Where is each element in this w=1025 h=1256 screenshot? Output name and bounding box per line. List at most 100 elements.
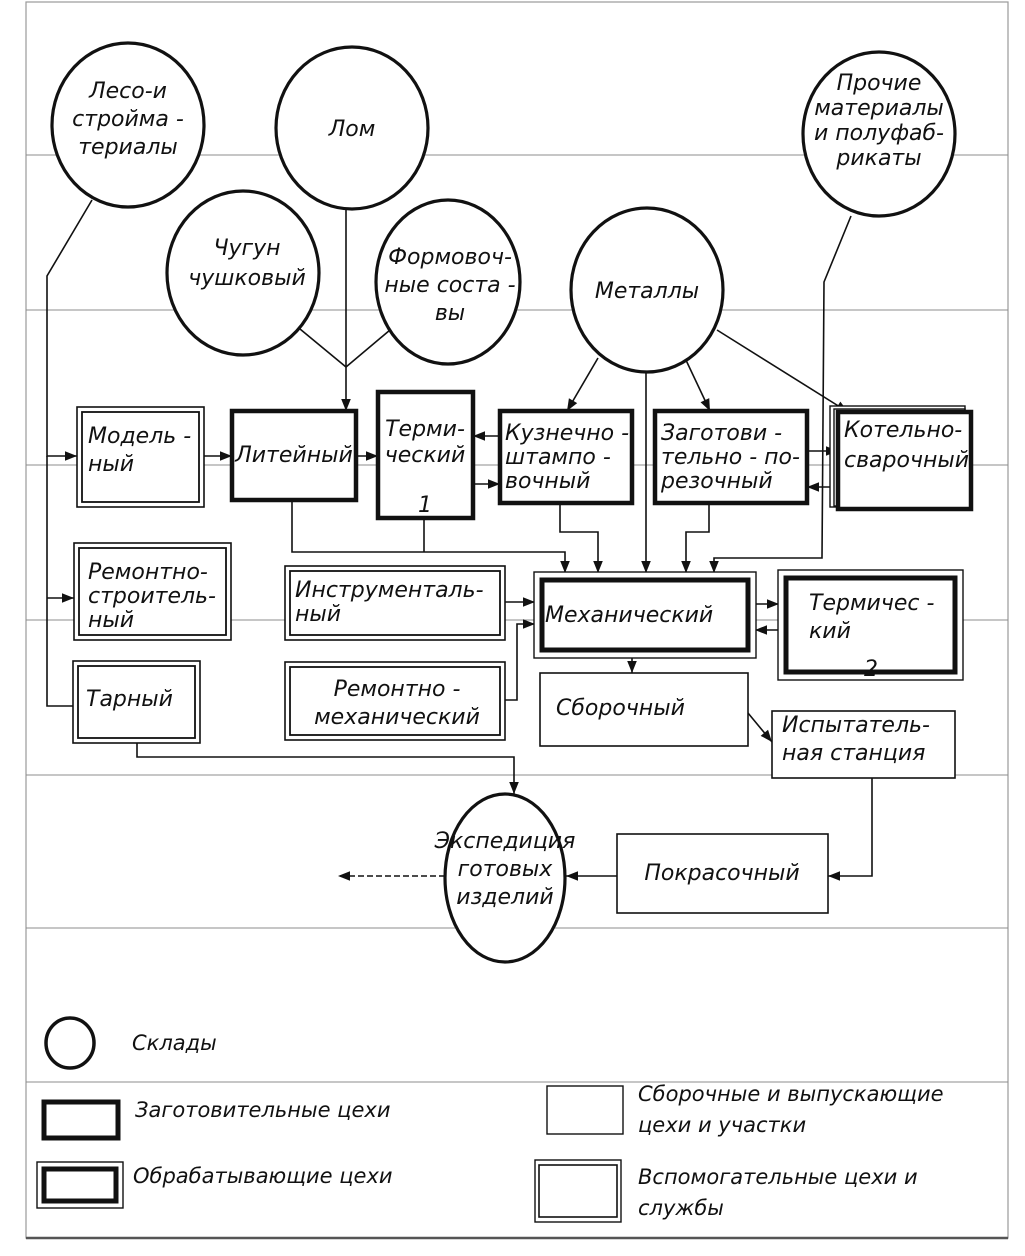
legend-label: Склады [132,1031,217,1055]
node-label-line: строитель- [88,584,216,609]
shop-tare: Тарный [72,660,201,744]
node-label-line: кий [809,619,851,644]
flow-foundry-to-mech [291,500,570,573]
node-label-line: механический [314,705,480,730]
node-label-line: ный [295,602,341,627]
legend-item-warehouse: Склады [44,1016,217,1070]
node-label-line: Инструменталь- [295,578,484,603]
flow-tare-to-shipping [136,743,519,794]
warehouse-circle [443,792,567,964]
node-label-line: Сборочный [556,696,685,721]
flow-pigiron-to-foundry [299,328,347,368]
node-label-line: Покрасочный [644,861,799,886]
legend-label: Обрабатывающие цехи [133,1164,393,1188]
node-label-line: изделий [456,885,553,910]
node-label-line: вочный [505,469,590,494]
node-label-line: Котельно- [844,418,962,443]
flow-wood-to-tare [46,456,73,707]
node-label-line: вы [435,301,465,326]
legend-symbol [44,1016,96,1070]
warehouse-pigiron: Чугун чушковый [165,189,321,357]
node-label-line: готовых [458,857,554,882]
node-label-line: Чугун [213,236,280,261]
flow-metals-to-boiler [716,329,849,413]
node-label-line: Модель - [88,424,191,449]
node-label-line: териалы [78,135,178,160]
shop-assembly: Сборочный [539,672,749,747]
flow-molding-to-foundry [345,329,391,368]
shop-painting: Покрасочный [616,833,829,914]
node-label-line: стройма - [72,107,184,132]
diagram-nodes: Лесо-и стройма - териалы Лом Прочиематериалы… [50,41,974,964]
node-label-line: Ремонтно - [334,677,461,702]
legend-symbol [546,1085,624,1135]
warehouse-scrap: Лом [274,45,430,211]
warehouse-metals: Металлы [569,206,725,374]
legend-item-procurement: Заготовительные цехи [41,1098,390,1141]
legend-item-processing: Обрабатывающие цехи [36,1161,393,1209]
node-label-line: и полуфаб- [814,121,944,146]
shop-pattern: Модель - ный [76,406,205,508]
shop-forge: Кузнечно -штампо -вочный [497,408,635,506]
flow-repairmech-to-mech [505,619,535,701]
node-label-line: Заготови - [661,421,782,446]
shop-testing: Испытатель-ная станция [771,710,956,779]
warehouse-shipping: Экспедиция готовых изделий [434,792,576,964]
warehouse-molding: Формовоч-ные соста - вы [374,198,522,366]
legend-symbol [534,1159,622,1223]
flow-cutting-to-mech [681,503,710,573]
legend-item-auxiliary: Вспомогательные цехи и службы [534,1159,918,1223]
node-label-line: чушковый [188,266,306,291]
warehouse-wood: Лесо-и стройма - териалы [50,41,206,209]
node-label-line: тельно - по- [661,445,800,470]
legend-label: службы [638,1196,724,1220]
node-label-line: резочный [660,469,773,494]
node-label-line: Лесо-и [88,79,167,104]
shop-mech: Механический [533,571,757,659]
legend-symbol [36,1161,124,1209]
node-label-line: Ремонтно- [88,560,208,585]
node-label-line: ная станция [782,741,925,766]
node-label-line: 2 [864,657,878,682]
node-label-line: ный [88,608,134,633]
node-label-line: Тарный [86,687,173,712]
warehouse-circle [274,45,430,211]
shop-foundry: Литейный [229,408,359,503]
flow-connectors [46,199,873,881]
legend-label: Сборочные и выпускающие [638,1082,944,1106]
node-label-line: 1 [418,493,432,518]
node-label-line: Лом [328,117,376,142]
flow-other-to-mech [709,215,852,573]
node-label-line: Прочие [837,71,922,96]
shop-repairbuild: Ремонтно-строитель-ный [73,542,232,641]
node-label-line: Формовоч- [388,245,512,270]
warehouse-circle [374,198,522,366]
node-label-line: ческий [385,443,466,468]
shop-repairmech: Ремонтно - механический [284,661,506,741]
node-label-line: Экспедиция [434,829,576,854]
warehouse-circle [569,206,725,374]
warehouse-circle [801,50,957,218]
flow-metals-to-cutting [684,357,711,412]
node-label-line: рикаты [835,146,921,171]
node-label-line: ный [88,452,134,477]
node-label-line: ные соста - [384,273,515,298]
flow-testing-to-painting [828,778,873,881]
flow-wood-to-pattern [46,199,93,461]
flow-forge-to-mech [559,503,603,573]
node-label-line: Механический [545,603,713,628]
legend-label: Вспомогательные цехи и [638,1165,918,1189]
node-label-line: Литейный [234,443,353,468]
shop-boiler: Котельно-сварочный [829,405,974,512]
shop-cutting: Заготови -тельно - по-резочный [652,408,810,506]
warehouse-circle [50,41,206,209]
node-label-line: Испытатель- [782,713,930,738]
legend-label: Заготовительные цехи [135,1098,390,1122]
warehouse-circle [165,189,321,357]
node-label-line: сварочный [844,448,969,473]
node-label-line: Терми- [385,417,465,442]
node-label-line: материалы [814,96,944,121]
